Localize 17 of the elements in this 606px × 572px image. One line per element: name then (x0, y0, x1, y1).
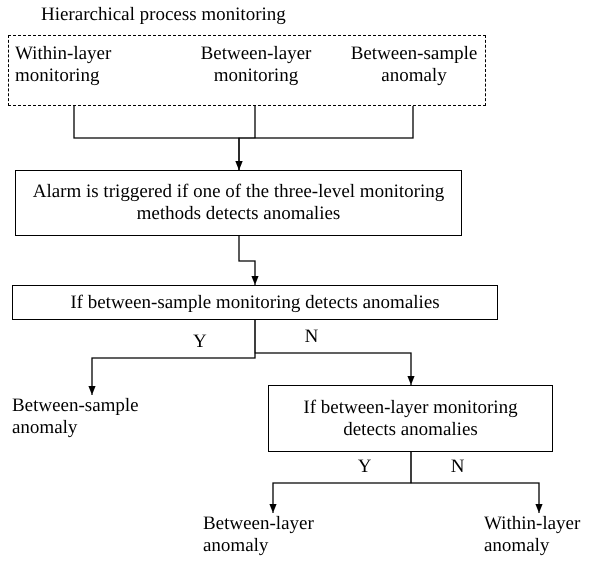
diagram-heading: Hierarchical process monitoring (41, 4, 286, 26)
box-text: Alarm is triggered if one of the three-level monitoring methods detects anomalies (32, 181, 446, 225)
result-text: Between-layer anomaly (203, 513, 343, 557)
process-box (15, 170, 462, 236)
arrow (254, 320, 415, 385)
box-text: If between-layer monitoring detects anomalies (302, 396, 519, 440)
result-text: Within-layer monitoring (15, 43, 135, 87)
result-text: Between-layer monitoring (181, 43, 331, 87)
process-box (12, 285, 498, 320)
process-box (268, 385, 553, 452)
arrow (410, 452, 543, 513)
result-text: Between-sample anomaly (347, 43, 481, 87)
box-text: If between-sample monitoring detects anomalies (69, 292, 441, 314)
result-text: Within-layer anomaly (484, 513, 594, 557)
arrow (235, 106, 414, 170)
result-text: Between-sample anomaly (12, 395, 172, 439)
arrow (238, 236, 259, 285)
